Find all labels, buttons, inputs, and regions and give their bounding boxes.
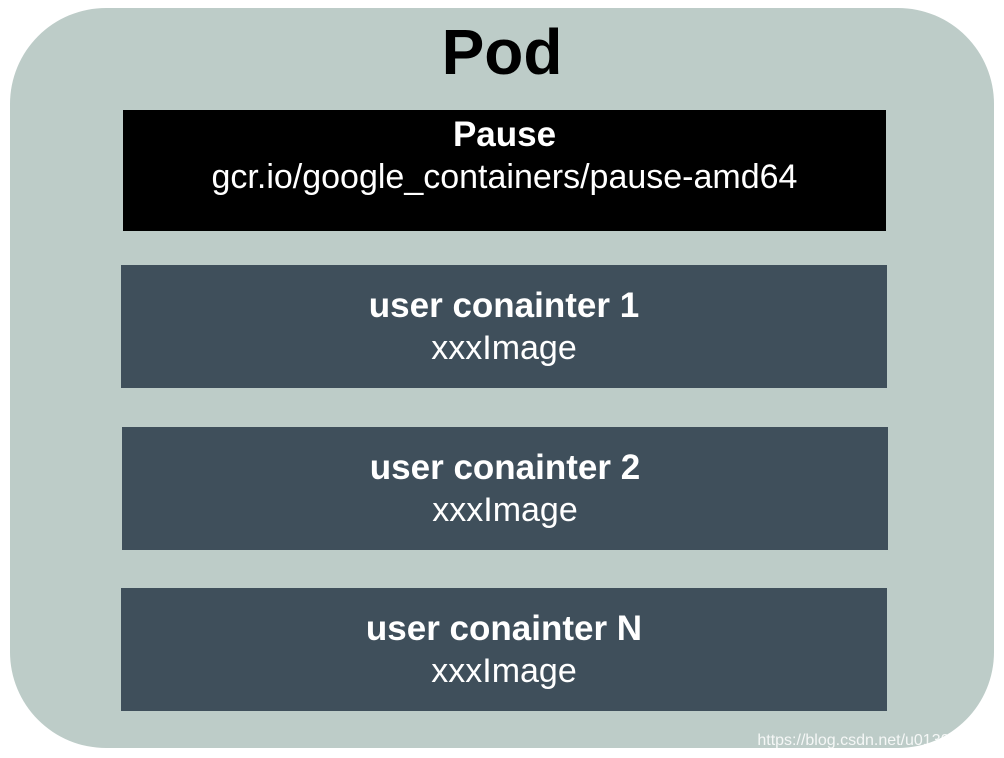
user-container-box-n: user conainter N xxxImage — [121, 588, 887, 711]
user-container-image: xxxImage — [431, 328, 577, 367]
pause-container-image: gcr.io/google_containers/pause-amd64 — [211, 158, 798, 196]
user-container-image: xxxImage — [432, 490, 578, 529]
watermark: https://blog.csdn.net/u013068377 — [757, 732, 994, 749]
user-container-box-2: user conainter 2 xxxImage — [122, 427, 888, 550]
user-container-name: user conainter 1 — [368, 285, 640, 325]
user-container-name: user conainter N — [365, 608, 643, 648]
user-container-box-1: user conainter 1 xxxImage — [121, 265, 887, 388]
pod-title: Pod — [441, 16, 563, 88]
user-container-image: xxxImage — [431, 651, 577, 690]
user-container-name: user conainter 2 — [369, 447, 641, 487]
pause-container-box: Pause gcr.io/google_containers/pause-amd… — [123, 110, 886, 231]
pause-container-name: Pause — [452, 115, 557, 154]
